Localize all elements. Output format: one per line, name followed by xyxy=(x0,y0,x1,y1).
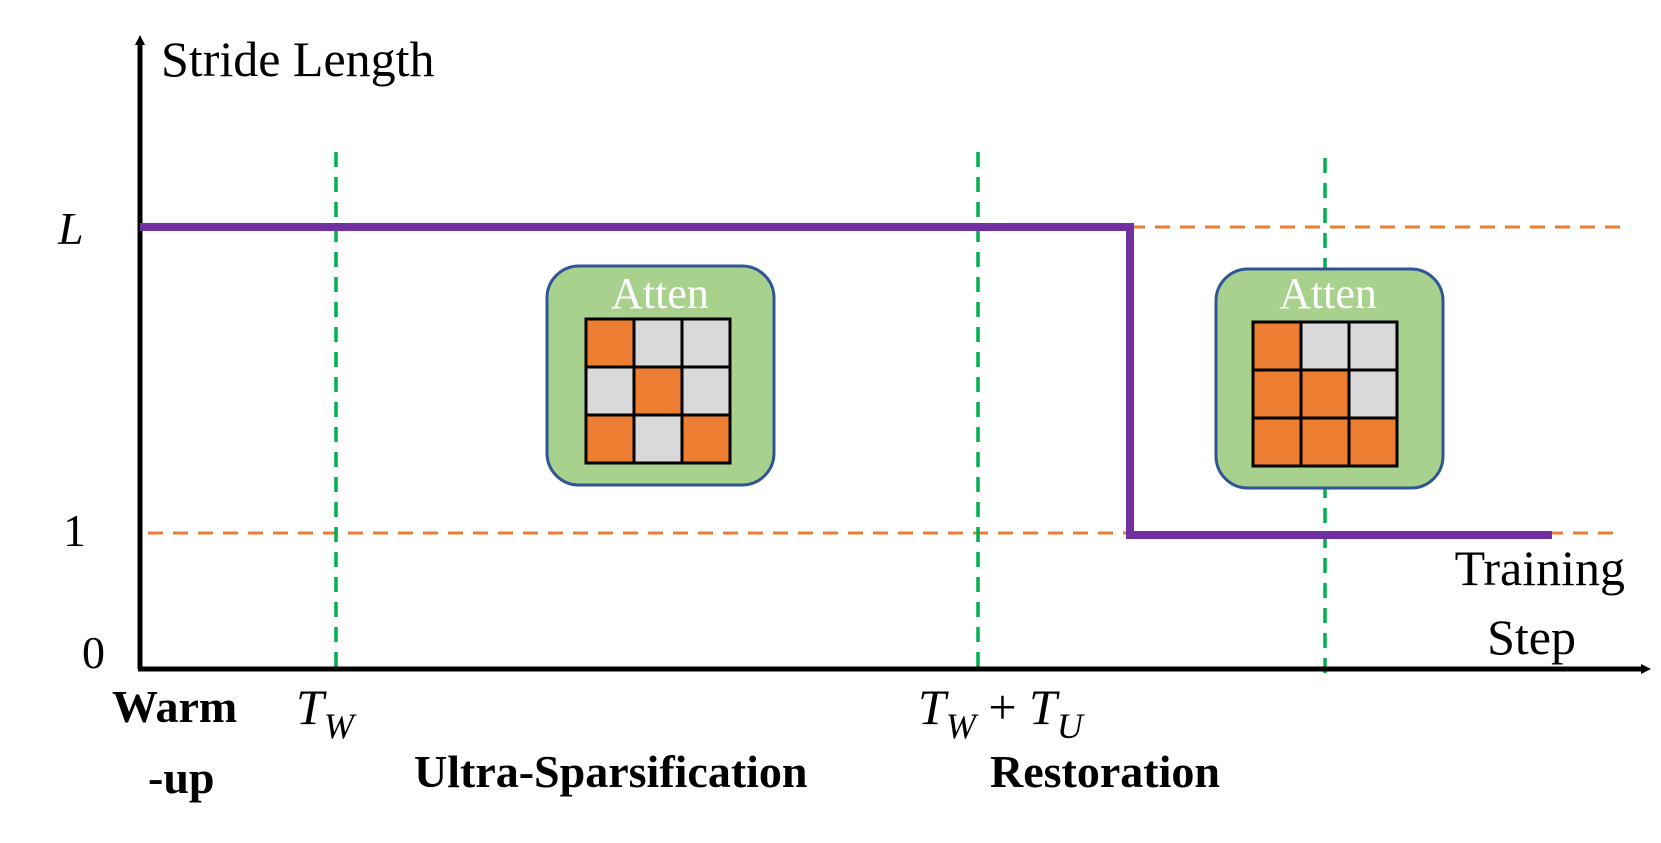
attention-cell-active xyxy=(632,365,684,417)
y-tick-zero: 0 xyxy=(82,627,105,678)
attention-cell-inactive xyxy=(1299,320,1351,372)
attention-cell-active xyxy=(1251,320,1303,372)
attention-cell-active xyxy=(680,413,732,465)
attention-cell-active xyxy=(584,317,636,369)
y-axis-title: Stride Length xyxy=(161,31,435,87)
attention-cell-inactive xyxy=(680,365,732,417)
attention-cell-inactive xyxy=(1347,320,1399,372)
attention-cell-active xyxy=(1299,416,1351,468)
attention-cell-active xyxy=(1347,416,1399,468)
attention-cell-inactive xyxy=(1347,368,1399,420)
attention-cell-inactive xyxy=(632,413,684,465)
attention-box-label: Atten xyxy=(1279,269,1377,318)
marker-tw: TW xyxy=(296,679,357,746)
attention-cell-active xyxy=(584,413,636,465)
attention-cell-active xyxy=(1299,368,1351,420)
attention-grid xyxy=(584,317,732,465)
attention-box-sparse: Atten xyxy=(545,264,776,487)
attention-cell-active xyxy=(1251,416,1303,468)
attention-box-restored: Atten xyxy=(1214,267,1445,490)
phase-warmup-line1: Warm xyxy=(112,681,237,732)
x-axis-title-line1: Training xyxy=(1455,540,1625,596)
stride-schedule-line xyxy=(140,223,1552,539)
attention-grid xyxy=(1251,320,1399,468)
marker-tw-plus-tu: TW + TU xyxy=(918,679,1085,746)
y-tick-l: L xyxy=(57,203,84,254)
attention-cell-inactive xyxy=(680,317,732,369)
phase-ultra-sparsification: Ultra-Sparsification xyxy=(414,746,808,797)
attention-cell-inactive xyxy=(632,317,684,369)
phase-restoration: Restoration xyxy=(990,746,1220,797)
attention-cell-inactive xyxy=(584,365,636,417)
x-axis-title-line2: Step xyxy=(1487,609,1576,665)
phase-warmup-line2: -up xyxy=(148,752,214,803)
y-tick-one: 1 xyxy=(63,505,86,556)
attention-cell-active xyxy=(1251,368,1303,420)
attention-box-label: Atten xyxy=(611,269,709,318)
